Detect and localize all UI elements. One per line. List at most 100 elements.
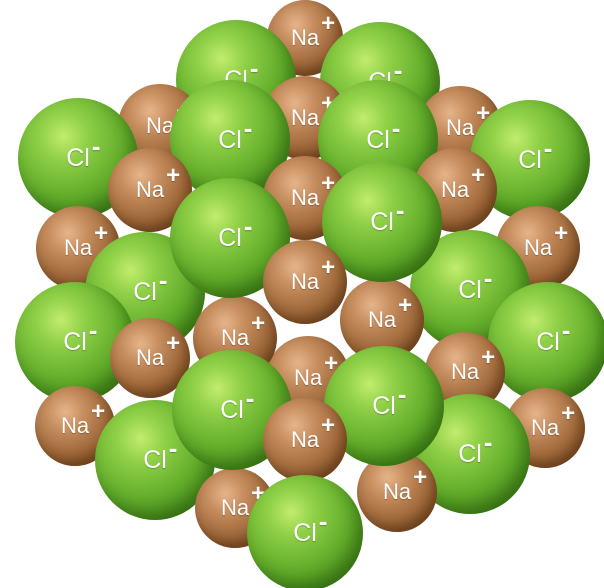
element-symbol: Cl — [293, 518, 317, 547]
ion-label: Cl- — [370, 197, 404, 237]
ion-label: Cl- — [458, 429, 492, 469]
ion-charge: + — [166, 330, 181, 357]
ion-label: Cl- — [133, 267, 167, 307]
ion-charge: + — [251, 310, 266, 337]
ion-label: Na+ — [290, 12, 335, 51]
element-symbol: Cl — [518, 145, 542, 174]
element-symbol: Na — [60, 413, 90, 438]
element-symbol: Cl — [218, 223, 242, 252]
ion-charge: - — [168, 432, 178, 463]
ion-charge: + — [413, 464, 428, 491]
ion-charge: - — [397, 378, 407, 409]
ion-label: Na+ — [63, 222, 108, 261]
element-symbol: Na — [450, 359, 480, 384]
element-symbol: Na — [293, 365, 323, 390]
ion-label: Cl- — [518, 135, 552, 175]
ion-label: Cl- — [366, 115, 400, 155]
ion-charge: - — [318, 505, 328, 536]
ion-label: Na+ — [445, 102, 490, 141]
ion-charge: - — [483, 262, 493, 293]
ion-label: Na+ — [383, 466, 427, 505]
element-symbol: Cl — [366, 125, 390, 154]
ion-label: Na+ — [290, 172, 335, 211]
element-symbol: Na — [290, 185, 320, 210]
ion-charge: - — [393, 54, 403, 85]
element-symbol: Na — [220, 495, 250, 520]
ion-label: Na+ — [220, 312, 265, 351]
ion-charge: - — [243, 112, 253, 143]
ion-label: Cl- — [372, 381, 406, 421]
element-symbol: Cl — [218, 125, 242, 154]
ion-charge: - — [249, 52, 259, 83]
ion-charge: - — [483, 426, 493, 457]
chloride-ion: Cl- — [488, 282, 604, 402]
ion-label: Na+ — [523, 222, 568, 261]
element-symbol: Na — [290, 25, 320, 50]
ion-label: Cl- — [293, 508, 327, 548]
chloride-ion: Cl- — [247, 475, 363, 588]
ion-charge: - — [88, 314, 98, 345]
ion-label: Na+ — [441, 164, 485, 203]
ion-charge: - — [243, 210, 253, 241]
element-symbol: Cl — [536, 327, 560, 356]
element-symbol: Cl — [370, 207, 394, 236]
element-symbol: Cl — [458, 275, 482, 304]
ion-label: Na+ — [290, 414, 335, 453]
ion-charge: - — [543, 132, 553, 163]
ion-label: Na+ — [450, 346, 495, 385]
element-symbol: Na — [290, 269, 320, 294]
ion-charge: + — [471, 162, 486, 189]
ion-charge: + — [321, 254, 336, 281]
element-symbol: Cl — [143, 445, 167, 474]
sodium-ion: Na+ — [263, 240, 347, 324]
ion-charge: - — [91, 130, 101, 161]
element-symbol: Na — [220, 325, 250, 350]
ion-charge: + — [94, 220, 109, 247]
ion-label: Cl- — [63, 317, 97, 357]
ion-label: Cl- — [66, 133, 100, 173]
ion-label: Cl- — [458, 265, 492, 305]
ion-label: Na+ — [290, 92, 335, 131]
element-symbol: Cl — [458, 439, 482, 468]
element-symbol: Na — [445, 115, 475, 140]
ion-charge: + — [166, 162, 181, 189]
ion-charge: - — [561, 314, 571, 345]
element-symbol: Na — [63, 235, 93, 260]
element-symbol: Cl — [372, 391, 396, 420]
sodium-ion: Na+ — [35, 386, 115, 466]
element-symbol: Na — [135, 177, 165, 202]
element-symbol: Cl — [220, 395, 244, 424]
element-symbol: Na — [135, 345, 165, 370]
ion-label: Cl- — [218, 115, 252, 155]
ion-label: Na+ — [60, 400, 105, 439]
ion-charge: - — [158, 264, 168, 295]
element-symbol: Na — [145, 113, 175, 138]
ion-label: Na+ — [367, 294, 412, 333]
sodium-ion: Na+ — [263, 398, 347, 482]
ion-label: Cl- — [536, 317, 570, 357]
ion-charge: - — [245, 382, 255, 413]
ion-charge: + — [324, 350, 339, 377]
ion-charge: + — [321, 10, 336, 37]
element-symbol: Na — [530, 415, 560, 440]
ion-label: Cl- — [143, 435, 177, 475]
ion-label: Cl- — [220, 385, 254, 425]
element-symbol: Cl — [133, 277, 157, 306]
ion-charge: + — [321, 412, 336, 439]
element-symbol: Na — [367, 307, 397, 332]
ion-charge: + — [481, 344, 496, 371]
element-symbol: Na — [290, 105, 320, 130]
ion-label: Na+ — [290, 256, 335, 295]
ion-label: Na+ — [293, 352, 338, 391]
ion-label: Na+ — [135, 332, 180, 371]
element-symbol: Na — [523, 235, 553, 260]
ion-charge: - — [395, 194, 405, 225]
ion-label: Na+ — [530, 402, 575, 441]
element-symbol: Na — [290, 427, 320, 452]
ion-label: Cl- — [218, 213, 252, 253]
sodium-ion: Na+ — [357, 452, 437, 532]
ion-charge: + — [91, 398, 106, 425]
ion-label: Na+ — [220, 482, 265, 521]
element-symbol: Cl — [66, 143, 90, 172]
